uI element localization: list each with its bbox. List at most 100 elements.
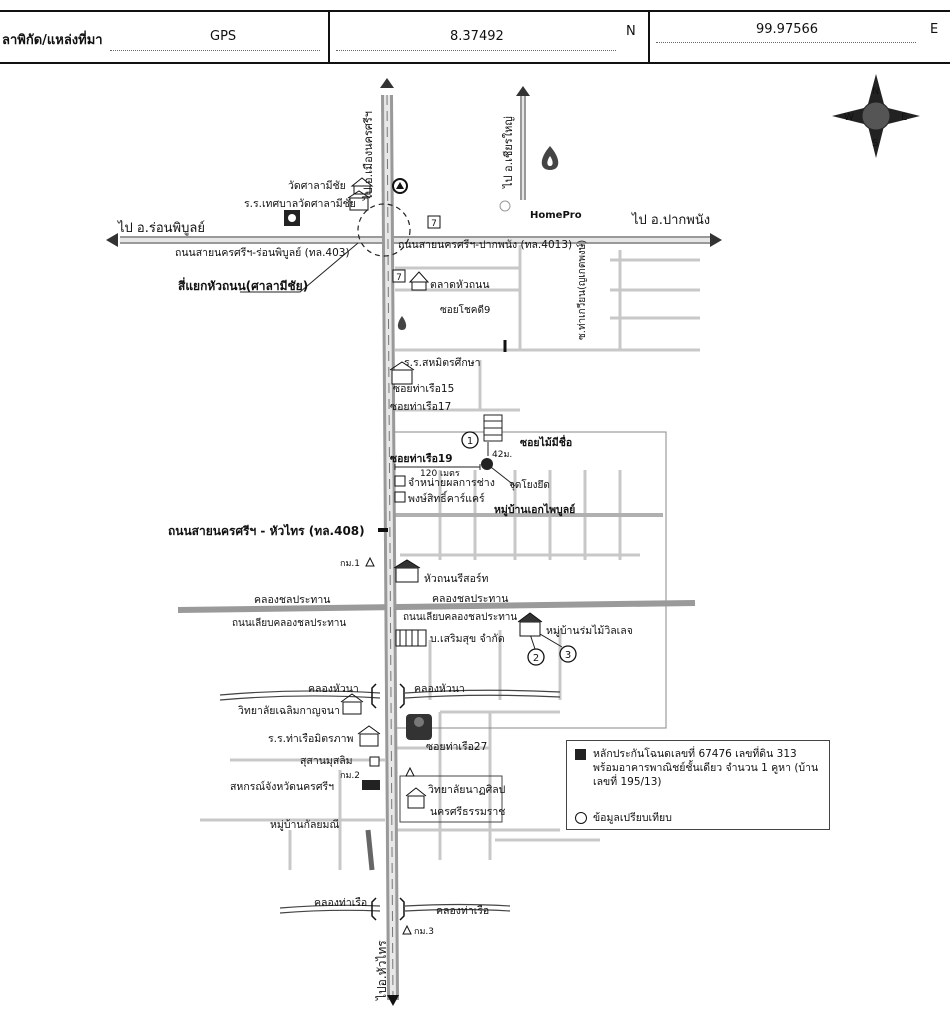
label-resort: หัวถนนรีสอร์ท	[424, 572, 489, 585]
label-village-kanmani: หมู่บ้านกัลยมณี	[270, 818, 339, 831]
resort-icon	[393, 559, 421, 583]
label-canal1-b: คลองชลประทาน	[432, 593, 508, 605]
shop-icon: 7	[392, 269, 406, 283]
km-marker-icon	[405, 766, 415, 777]
route-map: 1 2 3 7 7 N E S W ไป อ.	[106, 74, 920, 1006]
source-value: GPS	[210, 29, 237, 44]
coop-icon	[362, 780, 380, 790]
label-road-408: ถนนสายนครศรีฯ - หัวไทร (ทล.408)	[168, 523, 365, 538]
label-college-art-2: นครศรีธรรมราช	[430, 805, 505, 818]
label-khlong-hua-na-l: คลองหัวนา	[308, 683, 359, 695]
map-legend: หลักประกันโฉนดเลขที่ 67476 เลขที่ดิน 313…	[566, 740, 830, 830]
label-soi-19: ซอยท่าเรือ19	[390, 452, 453, 465]
mosque-icon	[406, 714, 432, 740]
shop-box-icon	[394, 491, 406, 503]
house-icon	[517, 612, 543, 637]
label-market: ตลาดหัวถนน	[430, 279, 490, 291]
label-college-chaloem: วิทยาลัยเฉลิมกาญจนา	[238, 705, 340, 717]
label-road-4013: ถนนสายนครศรีฯ-ปากพนัง (ทล.4013)	[398, 238, 572, 251]
label-junction: สี่แยกหัวถนน(ศาลามีชัย)	[178, 277, 308, 293]
label-wat-sala: วัดศาลามีชัย	[288, 179, 346, 192]
label-to-pak-phanang: ไป อ.ปากพนัง	[631, 212, 710, 228]
label-to-ron-phibun: ไป อ.ร่อนพิบูลย์	[117, 220, 205, 236]
label-to-nakhon: ไป อ.เมืองนครศรีฯ	[362, 111, 375, 201]
km-marker-icon	[402, 924, 412, 935]
label-khlong-tha-ruea-r: คลองท่าเรือ	[436, 904, 489, 917]
km-marker-icon	[365, 556, 375, 567]
compass-s: S	[872, 138, 878, 149]
label-khlong-tha-ruea-l: คลองท่าเรือ	[314, 896, 367, 909]
label-km2: กม.2	[340, 771, 360, 781]
svg-text:2: 2	[533, 653, 539, 664]
landmark-dot	[499, 200, 511, 212]
star-icon	[284, 210, 300, 226]
label-canal-road-2: ถนนเลียบคลองชลประทาน	[403, 611, 517, 623]
label-soi-tha-kwian: ซ.ท่าเกวียน(ญเกตพงษ์)	[576, 240, 588, 340]
label-road-403: ถนนสายนครศรีฯ-ร่อนพิบูลย์ (ทล.403)	[175, 246, 350, 259]
arrow-north-icon	[380, 78, 394, 88]
label-to-hua-sai: ไปอ.หัวไทร	[375, 940, 389, 1001]
label-school-sahamit: ร.ร.สหมิตรศึกษา	[404, 357, 481, 369]
legend-comparison-text: ข้อมูลเปรียบเทียบ	[593, 812, 672, 824]
arrow-west-icon	[106, 233, 118, 247]
college-icon	[405, 787, 427, 809]
arrow-east-icon	[710, 233, 722, 247]
svg-text:7: 7	[396, 273, 402, 283]
label-distance-42: 42ม.	[492, 450, 512, 460]
source-cell: ลาพิกัด/แหล่งที่มา GPS	[0, 10, 330, 64]
longitude-dir: E	[930, 22, 939, 37]
label-soi-15: ซอยท่าเรือ15	[393, 382, 454, 395]
arrow-south-icon	[387, 995, 399, 1006]
comparison-circle-icon	[575, 812, 587, 824]
compass-w: W	[844, 112, 854, 123]
svg-text:3: 3	[565, 650, 571, 661]
label-soi-17: ซอยท่าเรือ17	[390, 400, 451, 413]
dotted-line	[656, 42, 916, 43]
khlong-tha-ruea	[279, 903, 511, 914]
gas-station-icon	[392, 178, 408, 194]
dotted-line	[336, 50, 616, 51]
label-shop1: จำหน่ายผลการช่าง	[408, 477, 495, 489]
latitude-cell: 8.37492 N	[328, 10, 650, 64]
irrigation-canal	[177, 600, 696, 613]
label-company: บ.เสริมสุข จำกัด	[430, 633, 505, 645]
college-art-boundary	[399, 775, 503, 823]
school-icon	[347, 190, 371, 211]
label-college-art: วิทยาลัยนาฏศิลป	[428, 784, 506, 796]
ptt-logo-icon	[541, 146, 559, 170]
label-soi-mai: ซอยไม้มีชื่อ	[520, 434, 572, 449]
compass-e: E	[901, 112, 907, 123]
svg-text:1: 1	[467, 436, 473, 447]
arrow-north-icon	[516, 86, 530, 96]
label-canal-road: ถนนเลียบคลองชลประทาน	[232, 617, 346, 629]
label-village-ek: หมู่บ้านเอกไพบูลย์	[494, 503, 575, 517]
homepro-logo: HomePro	[530, 210, 582, 221]
compass-n: N	[872, 86, 879, 97]
khlong-hua-na	[219, 689, 561, 701]
longitude-value: 99.97566	[756, 22, 819, 37]
shop-icon: 7	[427, 215, 441, 229]
school-icon	[357, 725, 381, 747]
junction-circle	[357, 203, 411, 257]
legend-collateral-text: หลักประกันโฉนดเลขที่ 67476 เลขที่ดิน 313…	[593, 748, 819, 788]
label-village-rom: หมู่บ้านร่มไม้วิลเลจ	[546, 624, 633, 637]
market-icon	[408, 271, 430, 291]
factory-icon	[395, 629, 427, 647]
label-shop2: พงษ์สิทธิ์คาร์แคร์	[408, 490, 485, 505]
marker-3: 3	[559, 645, 577, 663]
label-coop: สหกรณ์จังหวัดนครศรีฯ	[230, 780, 334, 793]
dotted-line	[110, 50, 320, 51]
shop-box-icon	[394, 475, 406, 487]
longitude-cell: 99.97566 E	[648, 10, 950, 64]
school-icon	[389, 361, 415, 385]
legend-item-comparison: ข้อมูลเปรียบเทียบ	[575, 811, 825, 827]
legend-item-collateral: หลักประกันโฉนดเลขที่ 67476 เลขที่ดิน 313…	[575, 747, 825, 793]
label-km3: กม.3	[414, 927, 434, 937]
label-school-tha-ruea: ร.ร.ท่าเรือมิตรภาพ	[268, 732, 354, 745]
latitude-value: 8.37492	[450, 29, 504, 44]
label-soi-27: ซอยท่าเรือ27	[426, 740, 487, 753]
label-khlong-hua-na-r: คลองหัวนา	[414, 683, 465, 695]
label-distance-120: 120 เมตร	[420, 469, 460, 479]
coordinate-header: ลาพิกัด/แหล่งที่มา GPS 8.37492 N 99.9756…	[0, 10, 950, 64]
marker-2: 2	[527, 648, 545, 666]
